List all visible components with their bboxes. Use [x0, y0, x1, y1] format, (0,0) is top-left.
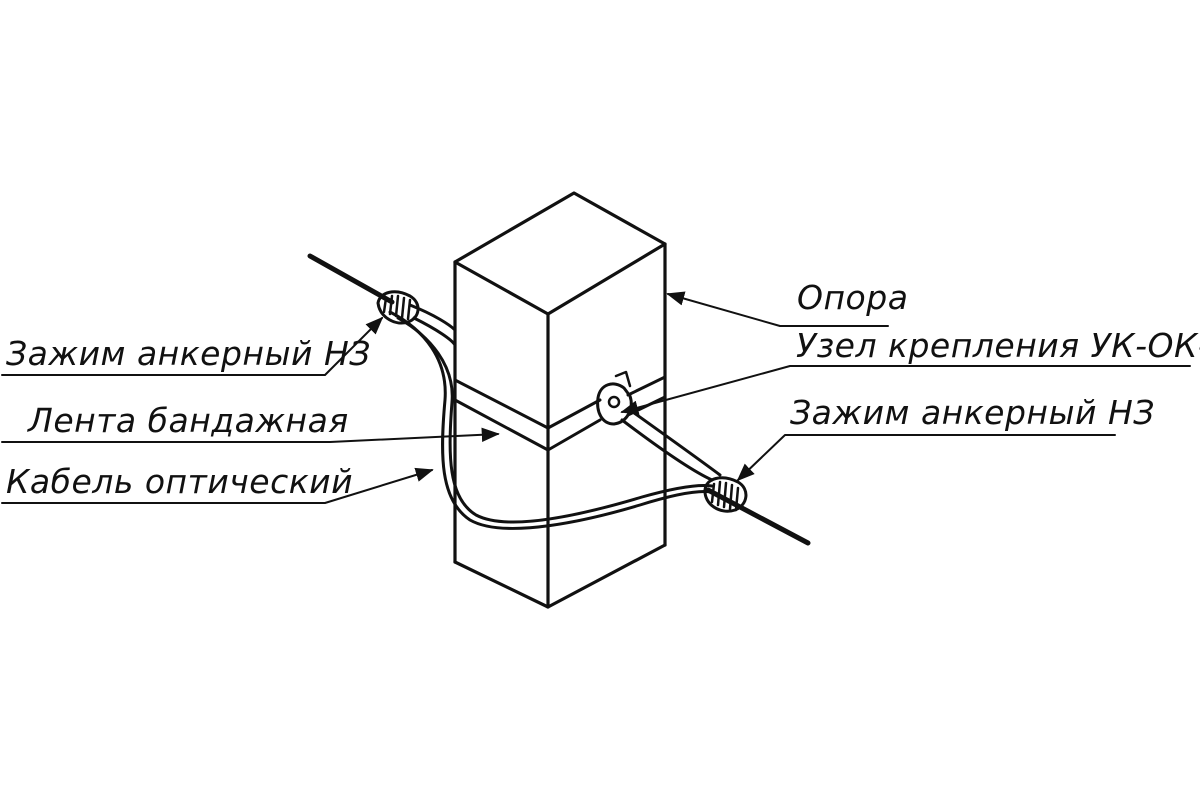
label-kabel-opticheskiy: Кабель оптический	[6, 462, 353, 501]
leader-lines	[1, 291, 1191, 504]
label-lenta-bandazhnaya: Лента бандажная	[27, 401, 349, 440]
anchor-clamp-left	[376, 290, 420, 325]
label-uzel-krepleniya: Узел крепления УК-ОК-01	[796, 326, 1200, 365]
mounting-bracket	[596, 370, 633, 426]
optical-cable	[388, 303, 722, 530]
label-zazhim-ankerny-left: Зажим анкерный НЗ	[6, 334, 371, 373]
anchor-clamp-right	[703, 476, 748, 513]
label-zazhim-ankerny-right: Зажим анкерный НЗ	[790, 393, 1155, 432]
pole	[453, 191, 667, 609]
label-opora: Опора	[797, 278, 908, 317]
